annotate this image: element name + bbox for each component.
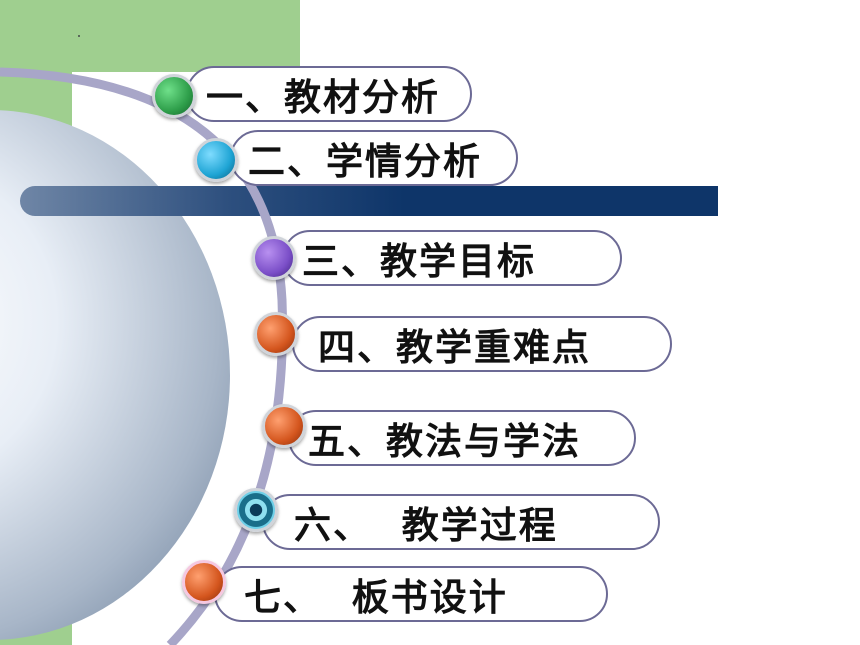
menu-item-label: 一、教材分析: [206, 76, 440, 119]
orange-bullet-icon: [262, 404, 306, 448]
green-bullet-icon: [152, 74, 196, 118]
orange-bullet-icon: [254, 312, 298, 356]
menu-item-label: 六、 教学过程: [294, 504, 558, 547]
menu-item-3[interactable]: 三、教学目标: [282, 230, 622, 286]
menu-item-6[interactable]: 六、 教学过程: [262, 494, 660, 550]
target-bullet-icon: [234, 488, 278, 532]
menu-item-label: 四、教学重难点: [318, 326, 591, 369]
menu-item-label: 五、教法与学法: [308, 420, 581, 463]
menu-item-2[interactable]: 二、学情分析: [230, 130, 518, 186]
blue-bullet-icon: [194, 138, 238, 182]
menu-item-label: 二、学情分析: [248, 140, 482, 183]
menu-item-4[interactable]: 四、教学重难点: [292, 316, 672, 372]
menu-item-5[interactable]: 五、教法与学法: [288, 410, 636, 466]
menu-item-label: 七、 板书设计: [244, 576, 508, 619]
purple-bullet-icon: [252, 236, 296, 280]
menu-item-1[interactable]: 一、教材分析: [186, 66, 472, 122]
menu-item-label: 三、教学目标: [302, 240, 536, 283]
orange-bullet-icon: [182, 560, 226, 604]
navy-horizontal-bar: [20, 186, 718, 216]
menu-item-7[interactable]: 七、 板书设计: [214, 566, 608, 622]
decorative-dot: [78, 35, 80, 37]
